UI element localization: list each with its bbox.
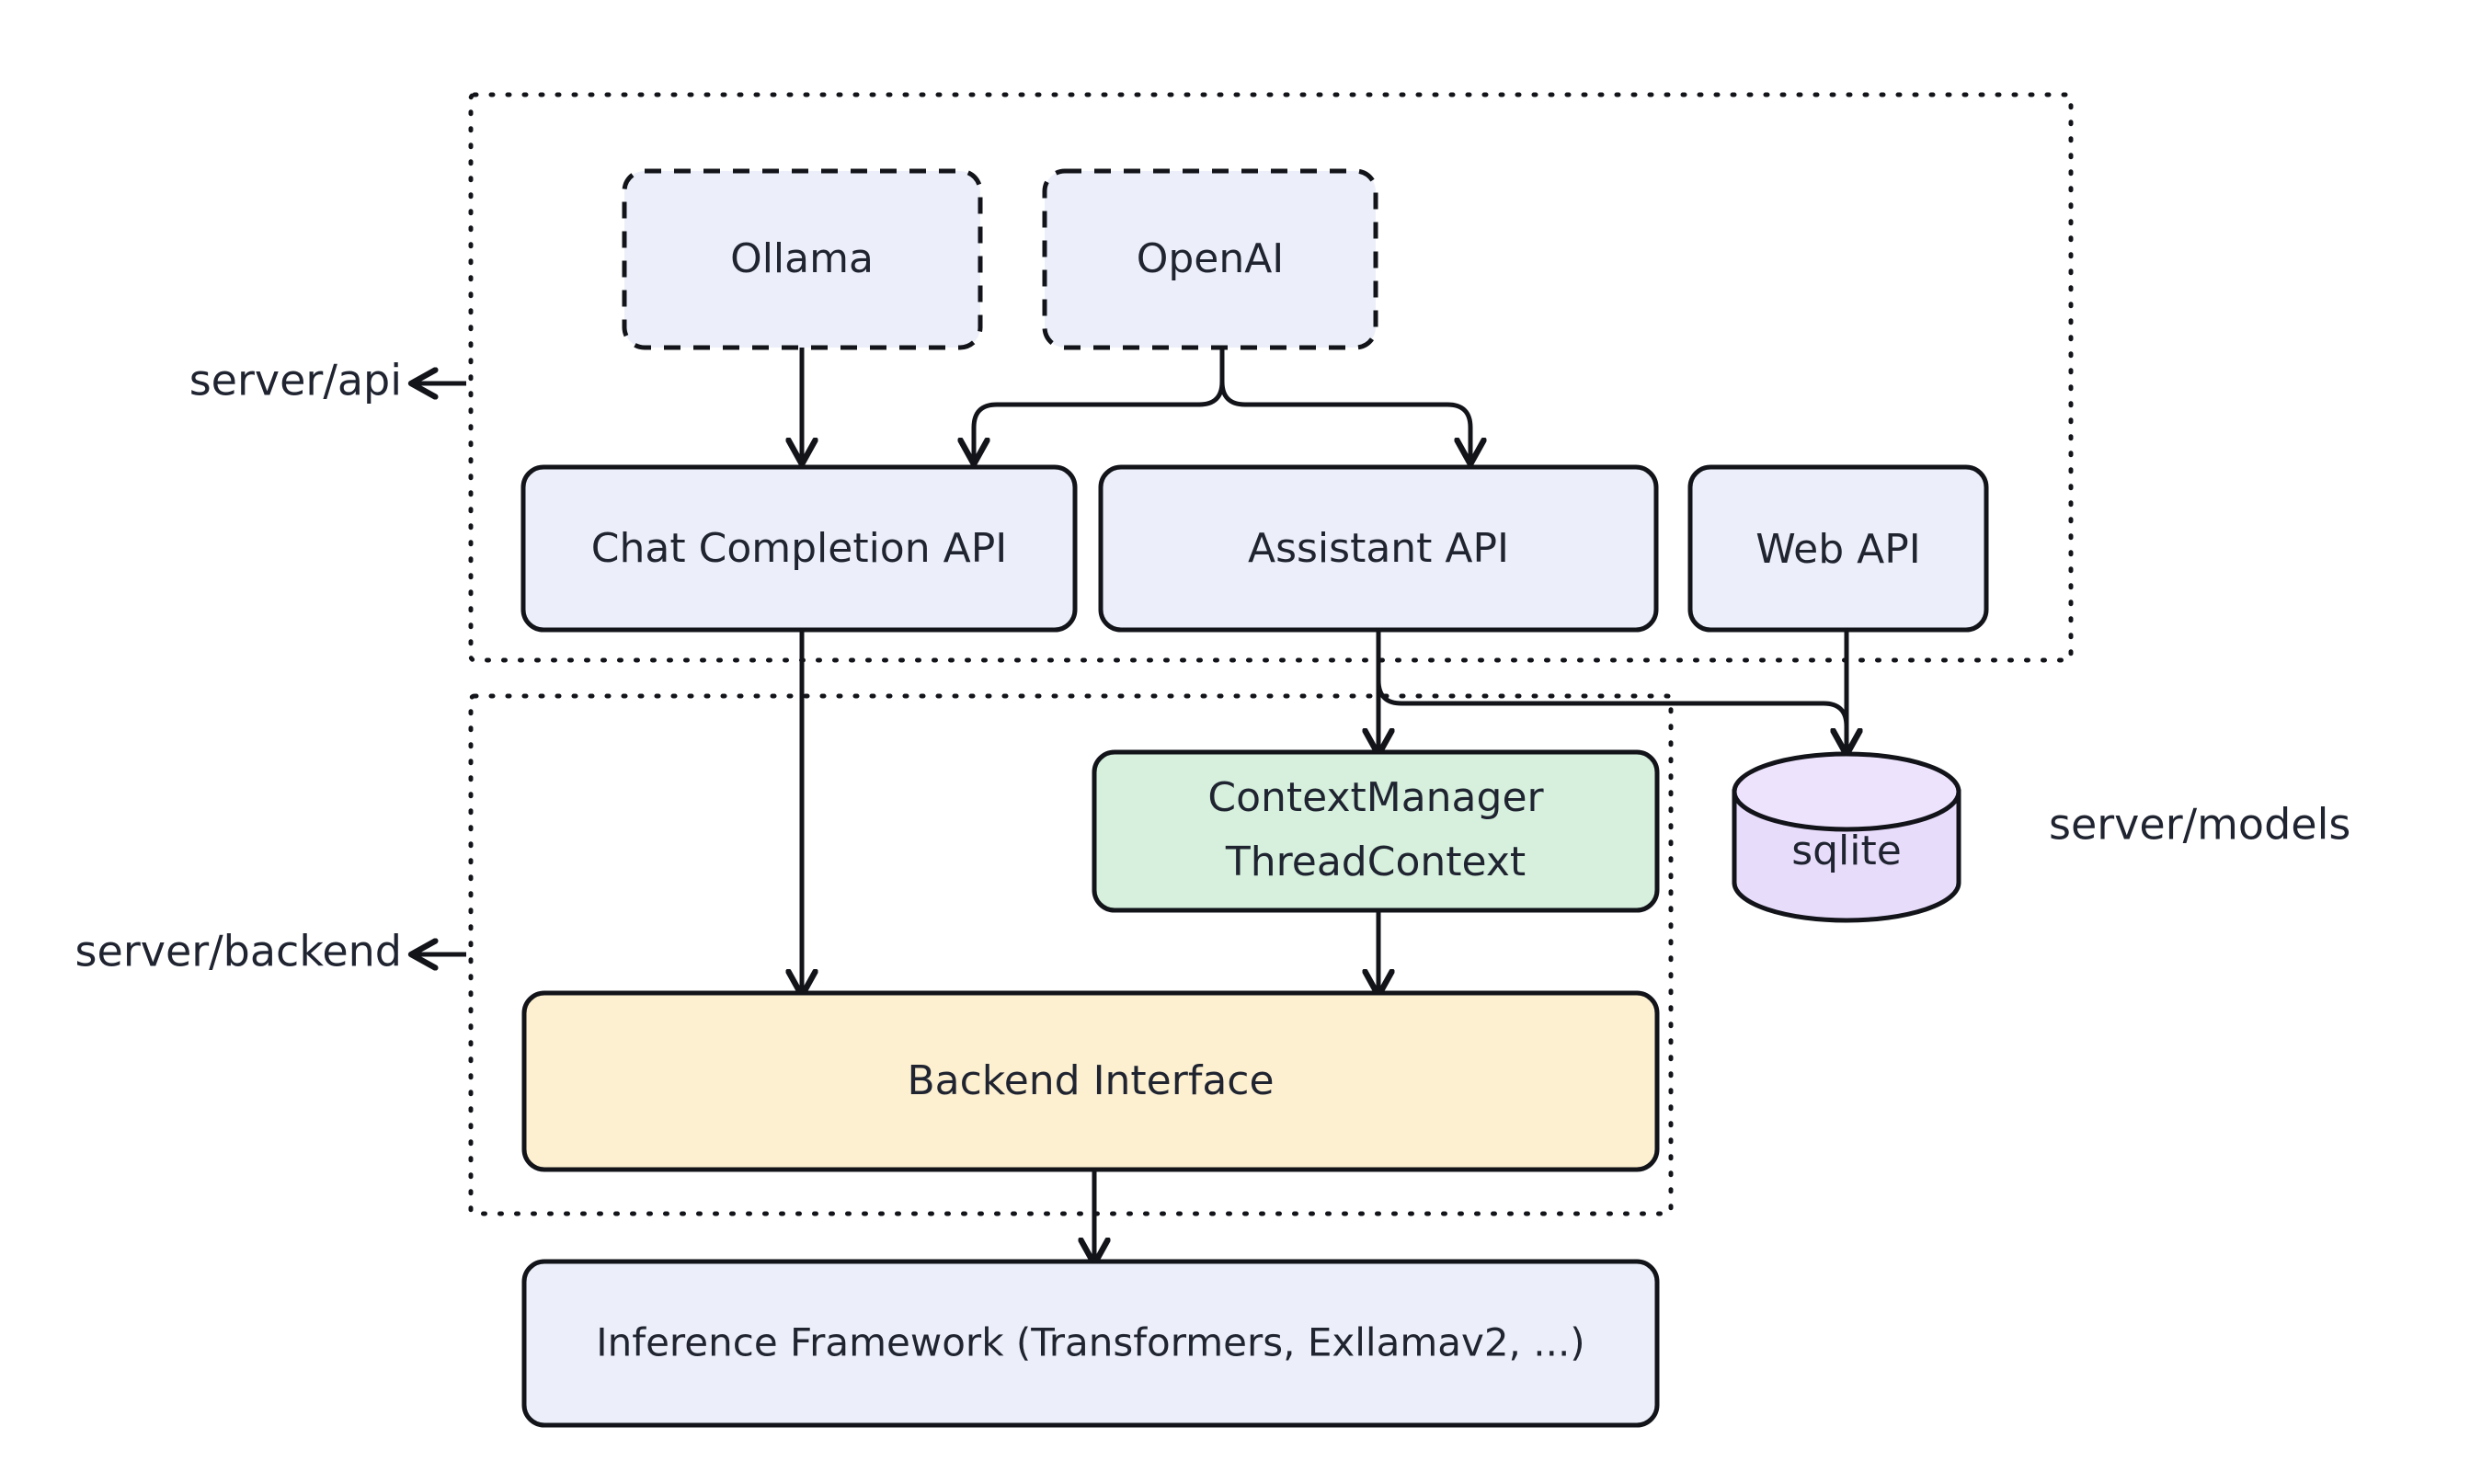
node-sqlite-label: sqlite: [1791, 828, 1902, 874]
group-label-server-backend: server/backend: [75, 927, 402, 976]
group-container-server-backend: [468, 693, 1674, 1216]
node-ollama[interactable]: Ollama: [622, 168, 983, 350]
node-assistant-api-label: Assistant API: [1248, 525, 1509, 572]
node-ollama-label: Ollama: [730, 235, 874, 282]
node-backend-interface-label: Backend Interface: [907, 1057, 1274, 1104]
group-label-server-models: server/models: [2049, 800, 2350, 850]
node-inference-framework[interactable]: Inference Framework (Transformers, Exlla…: [521, 1259, 1660, 1428]
node-openai[interactable]: OpenAI: [1042, 168, 1378, 350]
edge-assistant-api-to-sqlite: [1376, 630, 1847, 752]
node-openai-label: OpenAI: [1137, 235, 1285, 282]
node-web-api[interactable]: Web API: [1687, 464, 1989, 633]
node-web-api-label: Web API: [1755, 526, 1921, 573]
node-chat-completion-api-label: Chat Completion API: [591, 525, 1007, 572]
node-assistant-api[interactable]: Assistant API: [1098, 464, 1659, 633]
node-contextmanager-label-line1: ContextManager: [1207, 774, 1544, 821]
node-contextmanager-threadcontext[interactable]: ContextManager ThreadContext: [1092, 749, 1660, 913]
edge-openai-to-chat-api: [974, 348, 1225, 462]
group-container-server-api: [468, 92, 2074, 663]
node-contextmanager-label-line2: ThreadContext: [1225, 839, 1526, 885]
node-backend-interface[interactable]: Backend Interface: [521, 990, 1660, 1172]
edge-openai-to-assistant-api: [1219, 348, 1470, 462]
node-inference-framework-label: Inference Framework (Transformers, Exlla…: [596, 1320, 1584, 1365]
node-chat-completion-api[interactable]: Chat Completion API: [520, 464, 1078, 633]
node-sqlite[interactable]: sqlite: [1732, 751, 1961, 923]
group-label-server-api: server/api: [189, 356, 402, 405]
